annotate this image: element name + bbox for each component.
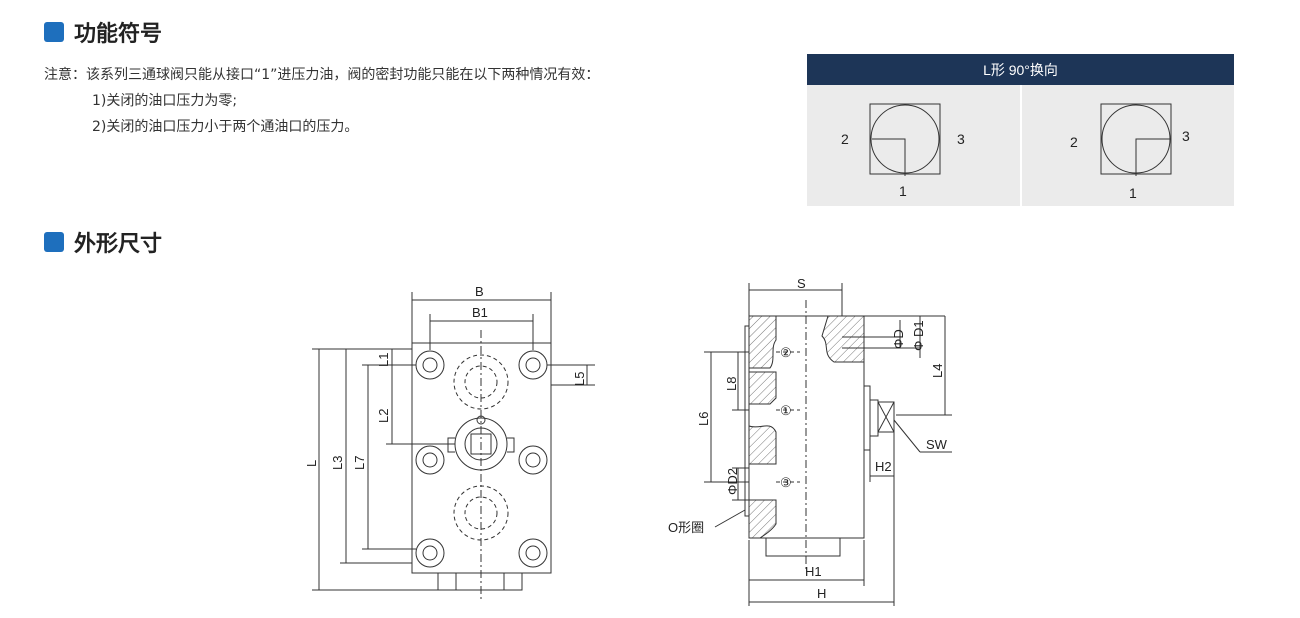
dim-label-PhiD1: Φ D1 — [911, 320, 926, 351]
section-title-text: 功能符号 — [74, 22, 163, 47]
dim-label-H2: H2 — [875, 459, 892, 474]
front-view — [312, 292, 595, 600]
port-marker-3: ③ — [780, 475, 792, 490]
dim-label-H: H — [817, 586, 826, 601]
symbol-table-body: 2 3 1 2 3 1 — [807, 85, 1234, 206]
dim-label-L7: L7 — [352, 456, 367, 470]
dim-label-S: S — [797, 276, 806, 291]
dim-label-B: B — [475, 284, 484, 299]
note-item-1: 1)关闭的油口压力为零; — [92, 93, 238, 109]
note-item-2: 2)关闭的油口压力小于两个通油口的压力。 — [92, 119, 359, 135]
dim-label-L2: L2 — [376, 409, 391, 423]
dim-label-H1: H1 — [805, 564, 822, 579]
port-label-3: 3 — [1182, 128, 1190, 144]
section-marker-icon — [44, 232, 64, 252]
port-marker-2: ② — [780, 345, 792, 360]
dim-label-L6: L6 — [696, 412, 711, 426]
valve-symbol-diagram: 2 3 1 — [1070, 103, 1190, 201]
dim-label-SW: SW — [926, 437, 948, 452]
valve-symbol-diagram: 2 3 1 — [841, 103, 965, 199]
symbol-table: L形 90°换向 2 3 1 2 3 1 — [807, 54, 1234, 206]
section-title-dimensions: 外形尺寸 — [44, 226, 162, 258]
bottom-plug — [437, 572, 523, 591]
symbol-cell-2: 2 3 1 — [1019, 85, 1234, 206]
port-marker-1: ① — [780, 403, 792, 418]
section-marker-icon — [44, 22, 64, 42]
side-view — [704, 283, 952, 606]
dim-label-PhiD2: ΦD2 — [725, 468, 740, 495]
dim-label-L5: L5 — [572, 372, 587, 386]
dim-label-L3: L3 — [330, 456, 345, 470]
port-label-2: 2 — [841, 131, 849, 147]
symbol-table-header: L形 90°换向 — [807, 54, 1234, 85]
port-label-3: 3 — [957, 131, 965, 147]
dim-label-PhiD: ΦD — [891, 329, 906, 349]
port-label-1: 1 — [1129, 185, 1137, 201]
dim-label-B1: B1 — [472, 305, 488, 320]
section-title-function-symbol: 功能符号 — [44, 16, 162, 48]
note-block: 注意：该系列三通球阀只能从接口“1”进压力油，阀的密封功能只能在以下两种情况有效… — [44, 62, 599, 140]
port-label-1: 1 — [899, 183, 907, 199]
oring-label: O形圈 — [668, 520, 704, 535]
dim-label-L1: L1 — [376, 353, 391, 367]
symbol-cell-1: 2 3 1 — [807, 85, 1020, 206]
dim-label-L: L — [304, 460, 319, 467]
note-line: 注意：该系列三通球阀只能从接口“1”进压力油，阀的密封功能只能在以下两种情况有效… — [44, 67, 600, 83]
dim-label-L4: L4 — [930, 364, 945, 378]
section-title-text: 外形尺寸 — [74, 232, 163, 257]
port-label-2: 2 — [1070, 134, 1078, 150]
dim-label-L8: L8 — [724, 377, 739, 391]
